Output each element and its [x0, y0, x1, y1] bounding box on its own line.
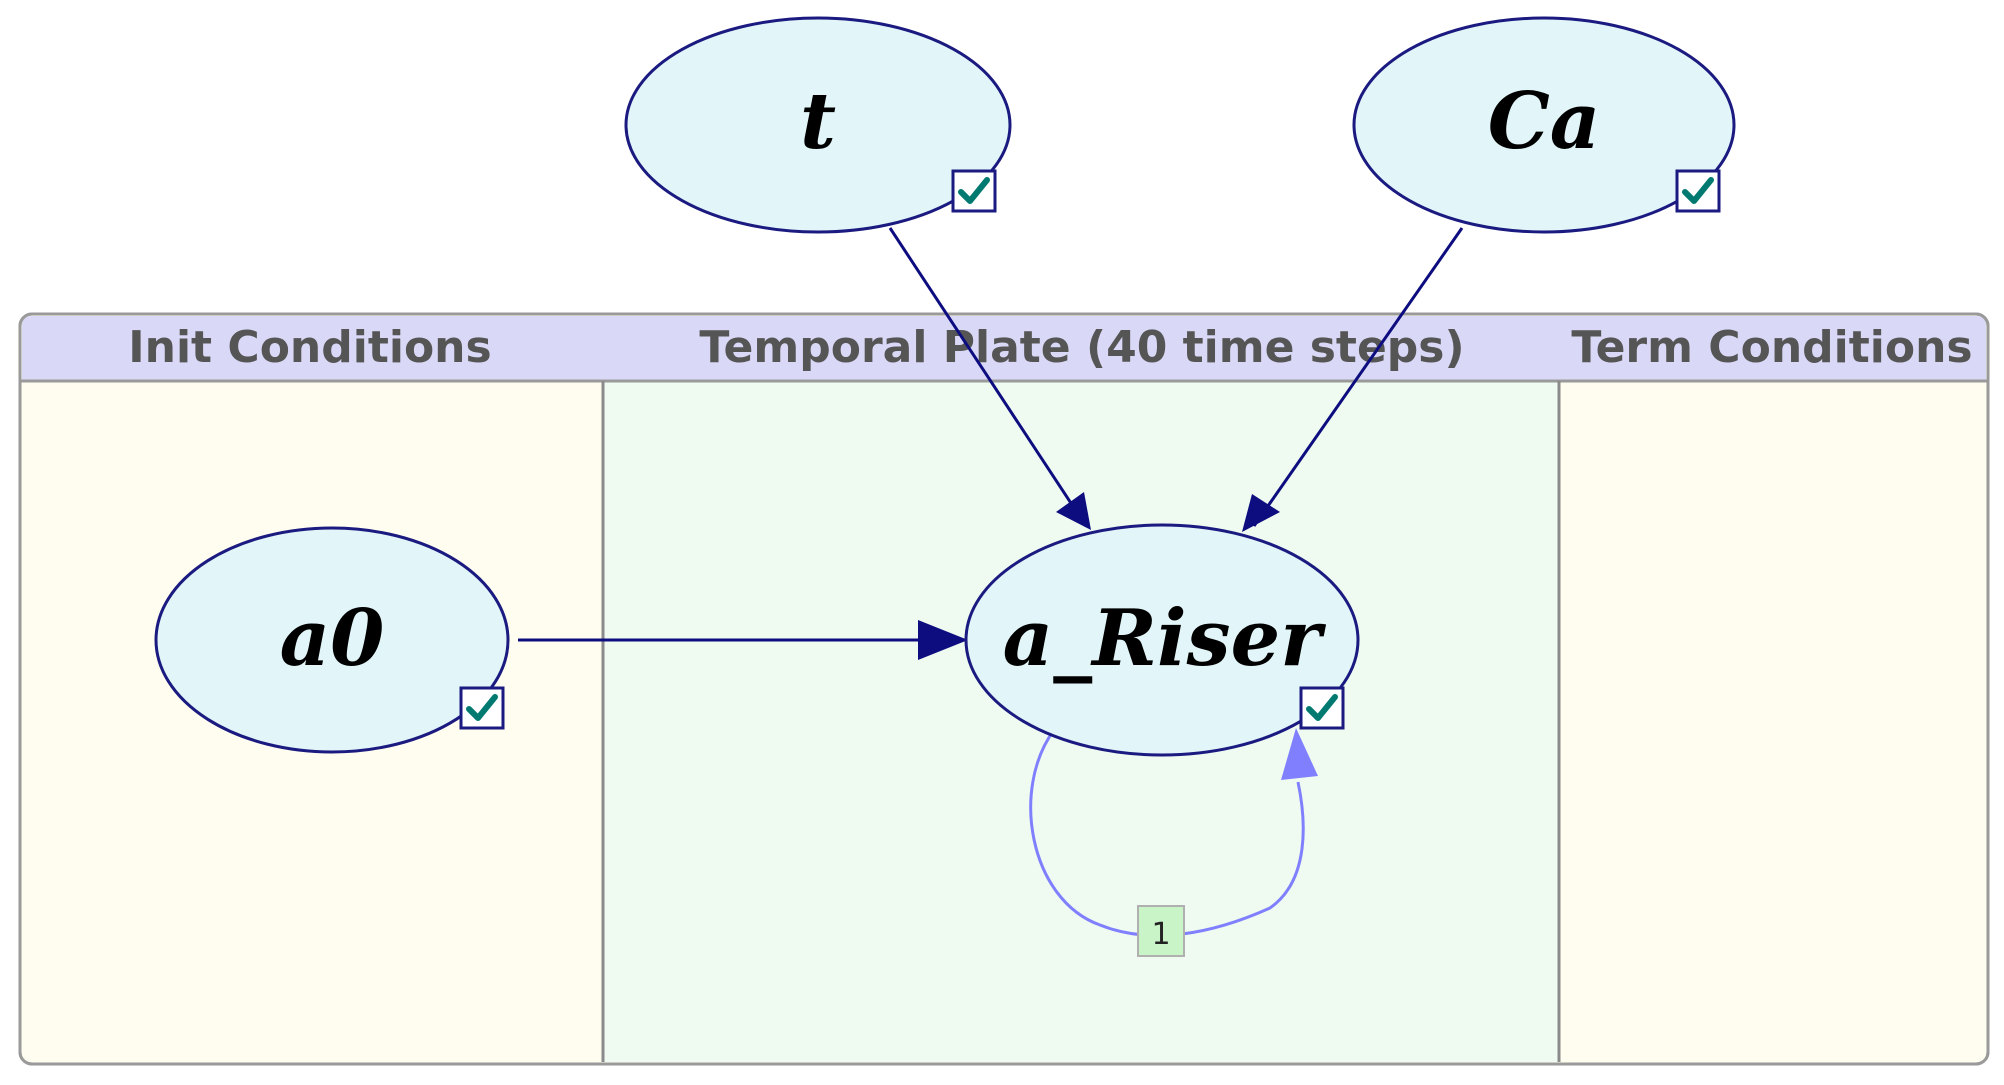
node-ca-checkbox-icon[interactable] [1675, 169, 1721, 213]
node-t-label: t [800, 76, 836, 167]
node-t-checkbox-icon[interactable] [951, 169, 997, 213]
edges [518, 227, 1464, 660]
temporal-plate-label: Temporal Plate (40 time steps) [699, 322, 1464, 373]
node-a0-label: a0 [280, 593, 385, 684]
node-a0[interactable]: a0 [154, 526, 510, 754]
arrowhead-t-to-a-riser [1056, 492, 1091, 530]
node-ca[interactable]: Ca [1352, 16, 1736, 234]
node-a-riser-checkbox-icon[interactable] [1299, 686, 1345, 730]
node-a0-ellipse [154, 526, 510, 754]
plate-outline [18, 312, 1990, 1066]
node-a-riser-ellipse [964, 523, 1360, 757]
temporal-plate: Init Conditions Temporal Plate (40 time … [18, 312, 1990, 1066]
node-ca-ellipse [1352, 16, 1736, 234]
arrowhead-a0-to-a-riser [918, 620, 968, 660]
plate-header [22, 316, 1986, 380]
node-a0-checkbox-icon[interactable] [459, 686, 505, 730]
term-section-bg [1560, 382, 1986, 1062]
self-loop-label-box [1137, 905, 1185, 957]
self-loop: 1 [1029, 728, 1318, 957]
node-t[interactable]: t [624, 16, 1012, 234]
term-conditions-label: Term Conditions [1571, 322, 1972, 373]
arrowhead-ca-to-a-riser [1242, 494, 1280, 532]
self-loop-label: 1 [1151, 917, 1170, 952]
node-ca-label: Ca [1488, 76, 1601, 167]
self-loop-arrowhead [1281, 728, 1318, 780]
edge-t-to-a-riser [888, 227, 1088, 527]
node-t-ellipse [624, 16, 1012, 234]
node-a-riser[interactable]: a_Riser [964, 523, 1360, 757]
node-a-riser-label: a_Riser [1003, 593, 1327, 684]
edge-ca-to-a-riser [1252, 227, 1464, 527]
init-conditions-label: Init Conditions [128, 322, 491, 373]
